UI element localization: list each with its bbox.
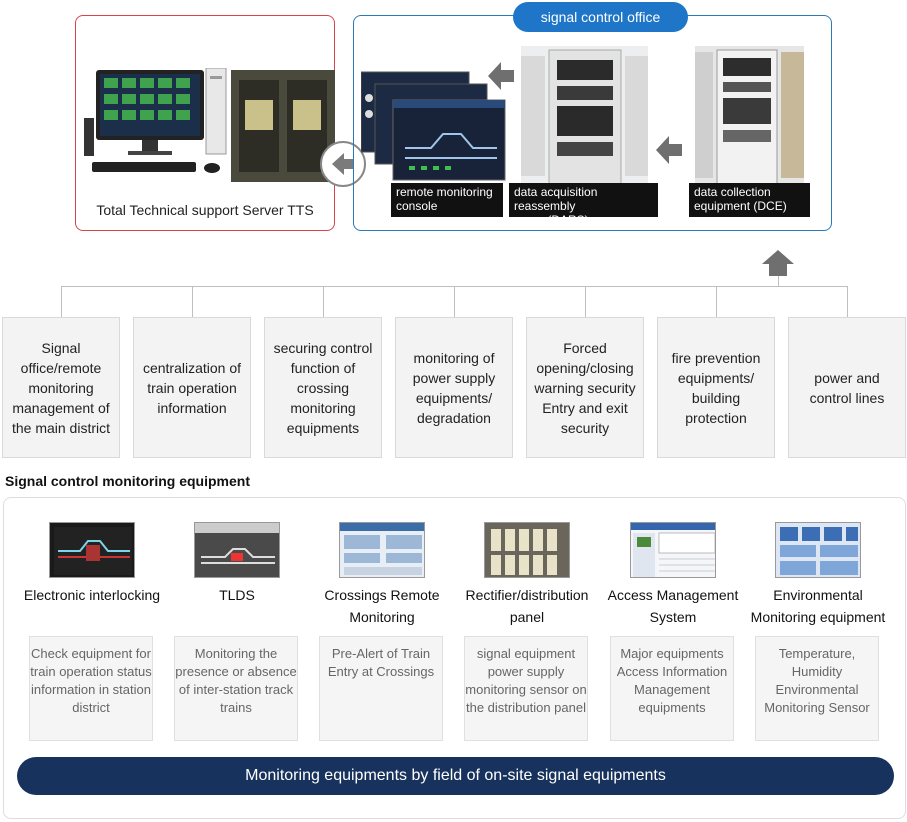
equipment-description: Temperature, Humidity Environmental Moni… (755, 636, 879, 741)
equipment-name: Environmental Monitoring equipment (750, 587, 886, 625)
equipment-name: Crossings Remote Monitoring (324, 587, 440, 625)
electronic-interlocking-image (49, 522, 135, 578)
category-box: Forced opening/closing warning security … (526, 317, 644, 458)
tree-connector-line (323, 286, 324, 317)
category-box: Signal office/remote monitoring manageme… (2, 317, 120, 458)
tree-connector-line (585, 286, 586, 317)
dars-server-image (521, 46, 648, 184)
tree-connector-line (778, 276, 779, 286)
dce-rack-image (695, 46, 804, 184)
category-box: centralization of train operation inform… (133, 317, 251, 458)
equipment-description: Pre-Alert of Train Entry at Crossings (319, 636, 443, 741)
category-box: fire prevention equipments/ building pro… (657, 317, 775, 458)
category-box: power and control lines (788, 317, 906, 458)
equipment-item: Electronic interlocking Check equipment … (20, 522, 164, 741)
console-screens-image (361, 70, 507, 182)
environmental-monitoring-image (775, 522, 861, 578)
tree-connector-line (192, 286, 193, 317)
equipment-name: Rectifier/distribution panel (465, 587, 589, 625)
tts-panel: Total Technical support Server TTS (75, 15, 335, 231)
equipment-description: Check equipment for train operation stat… (29, 636, 153, 741)
category-box: monitoring of power supply equipments/ d… (395, 317, 513, 458)
equipment-item: Environmental Monitoring equipment Tempe… (746, 522, 890, 741)
section-title: Signal control monitoring equipment (5, 473, 250, 489)
rectifier-panel-image (484, 522, 570, 578)
equipment-item: TLDS Monitoring the presence or absence … (165, 522, 309, 741)
equipment-name: Access Management System (607, 587, 739, 625)
equipment-description: Monitoring the presence or absence of in… (174, 636, 298, 741)
console-label: remote monitoring console (391, 183, 503, 217)
office-title-badge: signal control office (513, 2, 688, 32)
equipment-item: Access Management System Major equipment… (601, 522, 745, 741)
dars-label: data acquisition reassembly server(DARS) (509, 183, 658, 227)
equipment-name: Electronic interlocking (23, 587, 161, 603)
bottom-banner: Monitoring equipments by field of on-sit… (17, 757, 894, 795)
equipment-panel (3, 497, 906, 819)
tts-workstation-image (82, 68, 232, 184)
tree-connector-line (716, 286, 717, 317)
tree-connector-line (61, 286, 62, 317)
tree-connector-line (847, 286, 848, 317)
access-management-image (630, 522, 716, 578)
equipment-item: Rectifier/distribution panel signal equi… (455, 522, 599, 741)
category-box: securing control function of crossing mo… (264, 317, 382, 458)
up-arrow-icon (762, 250, 794, 281)
tlds-image (194, 522, 280, 578)
equipment-description: signal equipment power supply monitoring… (464, 636, 588, 741)
dce-label: data collection equipment (DCE) (689, 183, 810, 217)
crossings-monitoring-image (339, 522, 425, 578)
equipment-name: TLDS (219, 587, 255, 603)
equipment-description: Major equipments Access Information Mana… (610, 636, 734, 741)
left-arrow-circle-icon (320, 141, 366, 187)
tts-rack-image (231, 70, 335, 182)
tts-caption: Total Technical support Server TTS (96, 202, 314, 218)
equipment-item: Crossings Remote Monitoring Pre-Alert of… (310, 522, 454, 741)
tree-connector-line (454, 286, 455, 317)
